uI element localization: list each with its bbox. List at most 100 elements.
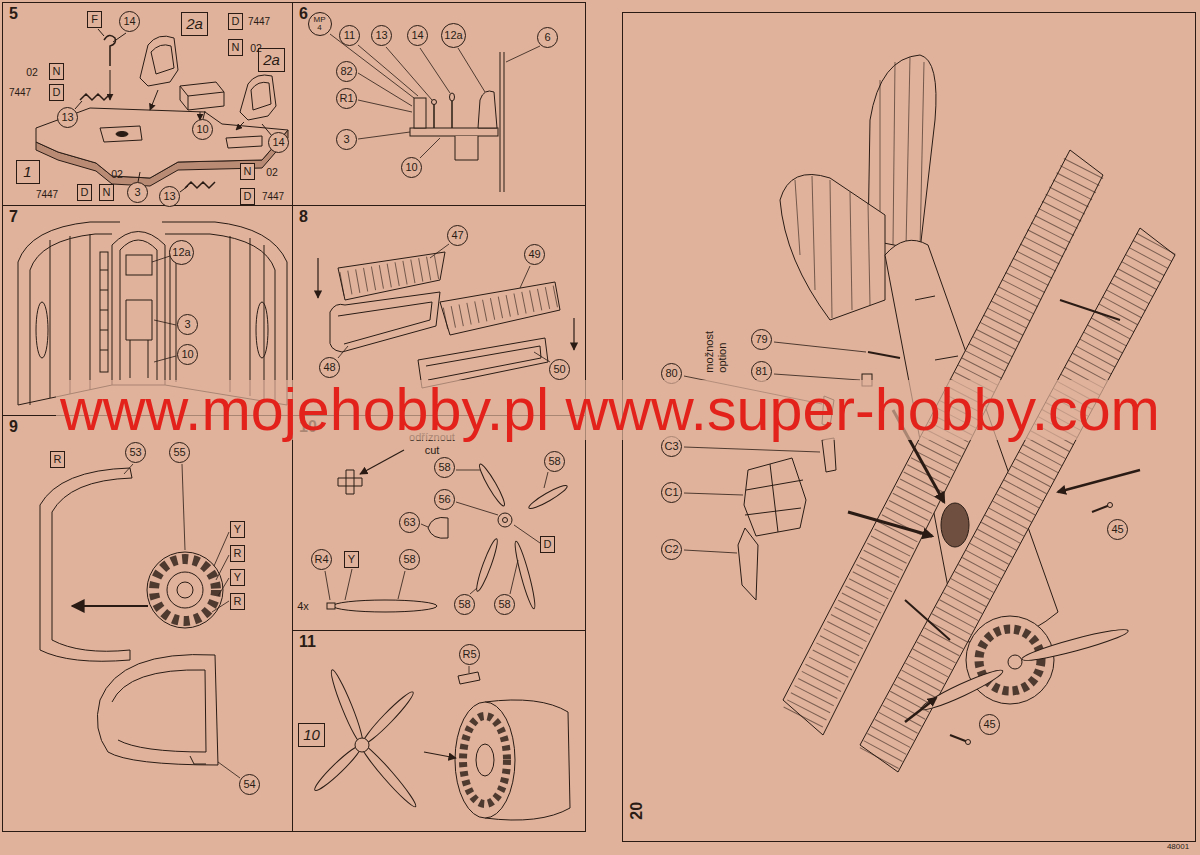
part-letter: N (103, 186, 111, 199)
callout-text: C1 (664, 486, 678, 499)
cockpit-floor-drawing (240, 75, 276, 120)
callout-number: 79 (751, 329, 772, 350)
fuselage-interior (18, 222, 120, 405)
propeller-parts (498, 513, 512, 527)
leader-line (152, 256, 176, 362)
leader-line (848, 512, 932, 536)
propeller-and-engine (463, 716, 507, 804)
callout-text: 3 (343, 133, 349, 146)
leader-line (534, 352, 550, 362)
callout-number: C2 (661, 539, 682, 560)
callout-text: 11 (344, 29, 355, 42)
leader-line (75, 101, 82, 109)
callout-number: 10 (192, 119, 213, 140)
cockpit-floor-drawing (226, 136, 262, 148)
callout-text: 14 (411, 29, 423, 42)
cowling-and-engine (167, 572, 203, 608)
leader-line (218, 578, 229, 596)
biplane-drawing (868, 352, 900, 358)
biplane-drawing (1020, 625, 1129, 665)
part-letter-box: Y (230, 569, 245, 586)
cowling-and-engine (147, 552, 223, 628)
fuselage-interior (162, 222, 287, 405)
part-letter: N (244, 165, 252, 178)
callout-text: 56 (438, 493, 450, 506)
cockpit-floor-drawing (185, 182, 215, 188)
callout-text: 54 (243, 778, 255, 791)
fuselage-interior (36, 302, 48, 358)
leader-line (358, 45, 418, 96)
leader-line (421, 524, 428, 527)
leader-line (154, 320, 176, 325)
callout-number: 12a (441, 23, 466, 48)
step-panel: 5F142aDN2aND1310141NDN313D (2, 2, 293, 206)
note-text: 02 (111, 168, 123, 180)
callout-text: MP 4 (313, 16, 327, 32)
propeller-and-engine (359, 689, 416, 748)
leader-line (180, 186, 188, 192)
cockpit-floor-drawing (180, 86, 224, 110)
biplane-drawing (905, 300, 1120, 640)
part-letter: R (54, 453, 62, 466)
callout-number: C1 (661, 482, 682, 503)
step-panel: 11R510 (292, 630, 586, 832)
callout-text: 47 (451, 229, 463, 242)
propeller-and-engine (476, 744, 494, 776)
leader-line (358, 132, 410, 139)
cockpit-side-view (450, 93, 455, 101)
part-letter-box: D (49, 84, 64, 101)
biplane-drawing (941, 503, 969, 547)
leader-line (520, 266, 530, 288)
leader-line (110, 70, 111, 100)
biplane-drawing (780, 174, 885, 320)
leader-line (398, 571, 405, 599)
cockpit-side-view (433, 104, 435, 128)
biplane-drawing (860, 228, 1175, 772)
cockpit-floor-drawing (116, 132, 128, 137)
part-letter: Y (234, 523, 241, 536)
callout-number: 14 (119, 11, 140, 32)
callout-text: 48 (323, 361, 335, 374)
callout-text: 50 (553, 363, 565, 376)
cockpit-floor-drawing (180, 82, 224, 110)
note-text: 02 (26, 66, 38, 78)
biplane-drawing (738, 528, 758, 600)
callout-number: R5 (459, 644, 480, 665)
callout-number: 13 (371, 25, 392, 46)
leader-line (214, 532, 229, 566)
leader-line (325, 571, 330, 600)
step-panel: 9R5355YRYR54 (2, 415, 293, 832)
part-letter: N (232, 41, 240, 54)
cockpit-side-view (410, 128, 498, 136)
wing-parts (440, 282, 560, 335)
leader-line (469, 666, 470, 673)
fuselage-interior (170, 248, 176, 382)
cockpit-floor-drawing (251, 82, 271, 110)
callout-text: 81 (755, 365, 767, 378)
callout-text: R4 (314, 553, 328, 566)
leader-line (330, 34, 540, 158)
leader-line (1058, 470, 1140, 492)
part-letter-box: N (99, 184, 114, 201)
callout-number: 58 (399, 549, 420, 570)
leader-line (113, 33, 126, 42)
leader-line (338, 346, 348, 358)
leader-line (124, 464, 133, 474)
propeller-and-engine (458, 672, 480, 684)
callout-text: 58 (438, 461, 450, 474)
cowling-and-engine (190, 756, 206, 764)
leader-line (152, 256, 170, 262)
propeller-parts (474, 537, 501, 592)
leader-line (150, 90, 158, 110)
callout-text: C2 (664, 543, 678, 556)
biplane-drawing (1108, 503, 1113, 508)
callout-number: 82 (336, 61, 357, 82)
note-text: 4x (297, 600, 309, 613)
cockpit-side-view (451, 100, 453, 128)
callout-number: 3 (127, 182, 148, 203)
cockpit-floor-drawing (36, 35, 288, 188)
cowling-and-engine (112, 670, 206, 752)
callout-number: 14 (268, 132, 289, 153)
leader-line (216, 555, 229, 580)
